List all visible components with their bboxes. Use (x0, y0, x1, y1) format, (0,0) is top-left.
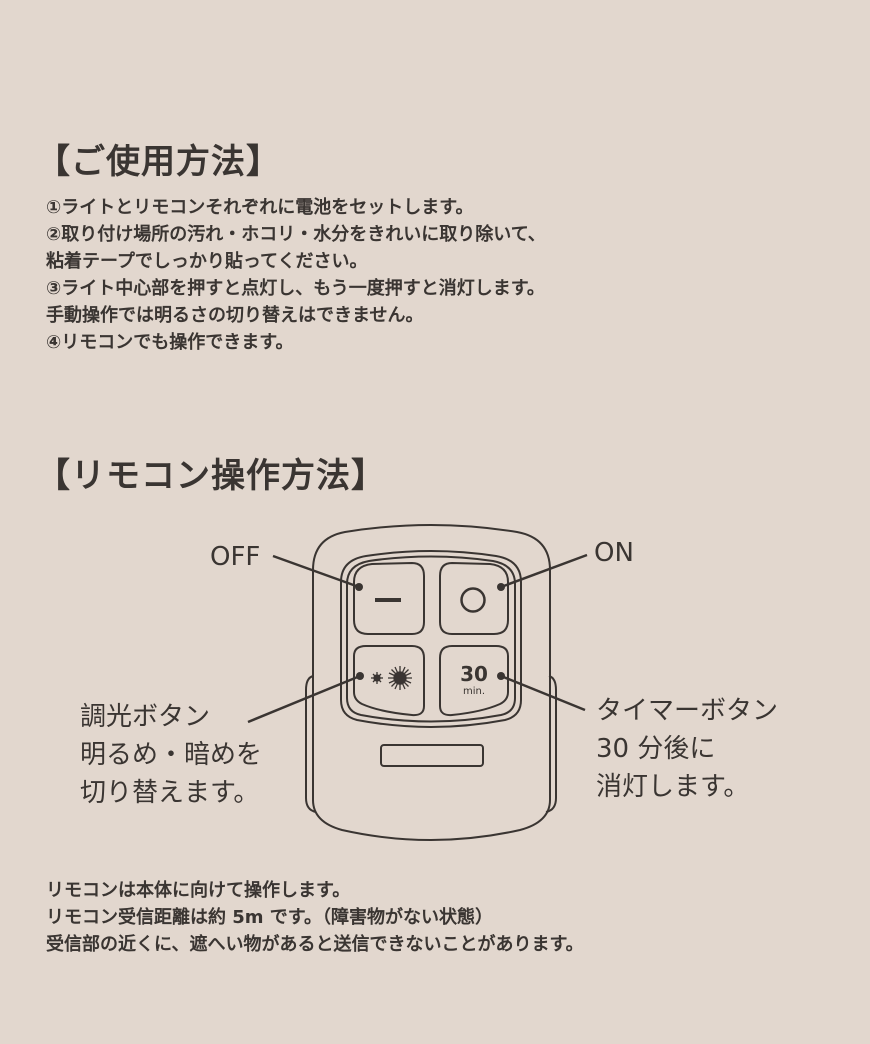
ir-window (380, 744, 484, 767)
usage-heading: 【ご使用方法】 (36, 142, 281, 182)
dimmer-label-line: 明るめ・暗めを (80, 740, 263, 770)
on-label: ON (594, 538, 634, 568)
note-line: 受信部の近くに、遮へい物があると送信できないことがあります。 (46, 934, 584, 955)
off-leader-line (272, 554, 360, 589)
timer-label-line: タイマーボタン (596, 696, 779, 726)
dimmer-leader-line (247, 674, 361, 724)
off-button-shape (353, 561, 425, 635)
usage-line: ③ライト中心部を押すと点灯し、もう一度押すと消灯します。 (46, 278, 545, 299)
usage-line: ②取り付け場所の汚れ・ホコリ・水分をきれいに取り除いて、 (46, 224, 546, 245)
dimmer-label-line: 調光ボタン (80, 702, 211, 732)
timer-label-line: 消灯します。 (596, 772, 750, 802)
remote-side-grip-left (305, 675, 317, 813)
button-bezel-outer (340, 550, 522, 728)
timer-button-shape (439, 645, 509, 717)
note-line: リモコン受信距離は約 5m です。（障害物がない状態） (46, 907, 494, 928)
button-bezel-inner (346, 555, 516, 723)
off-label: OFF (210, 542, 261, 572)
remote-side-grip-right (545, 675, 557, 813)
timer-button-label: タイマーボタン 30 分後に 消灯します。 (596, 692, 778, 806)
timer-label-line: 30 分後に (596, 734, 716, 764)
usage-line: 粘着テープでしっかり貼ってください。 (46, 251, 368, 272)
timer-leader-line (500, 674, 586, 712)
remote-notes: リモコンは本体に向けて操作します。 リモコン受信距離は約 5m です。（障害物が… (46, 877, 584, 958)
dimmer-label-line: 切り替えます。 (80, 778, 260, 808)
circle-icon (460, 587, 486, 613)
on-button-shape (439, 561, 509, 635)
dimmer-button-label: 調光ボタン 明るめ・暗めを 切り替えます。 (80, 698, 262, 812)
remote-heading: 【リモコン操作方法】 (36, 456, 386, 496)
dimmer-button-shape (353, 645, 425, 717)
brightness-icon (371, 666, 412, 690)
usage-instructions: ①ライトとリモコンそれぞれに電池をセットします。 ②取り付け場所の汚れ・ホコリ・… (46, 194, 546, 356)
timer-unit: min. (463, 686, 485, 697)
note-line: リモコンは本体に向けて操作します。 (46, 880, 351, 901)
usage-line: 手動操作では明るさの切り替えはできません。 (46, 305, 424, 326)
usage-line: ④リモコンでも操作できます。 (46, 332, 294, 353)
remote-body-outline (312, 524, 551, 841)
usage-line: ①ライトとリモコンそれぞれに電池をセットします。 (46, 197, 474, 218)
timer-number: 30 (460, 662, 488, 686)
on-leader-line (500, 553, 588, 589)
